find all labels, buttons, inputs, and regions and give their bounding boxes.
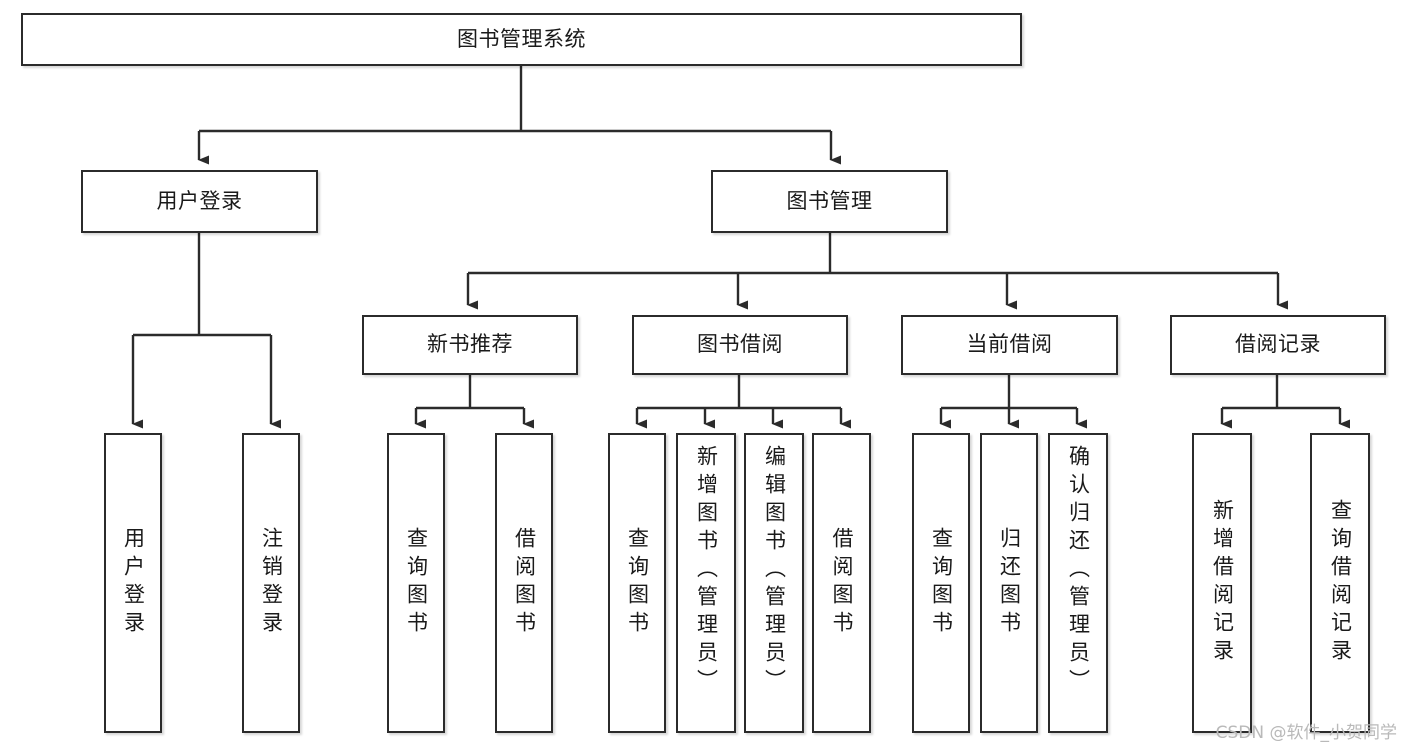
leaf-user-login-logout[interactable]: 注销登录 [242,433,300,733]
node-label: 新书推荐 [427,332,513,357]
node-label: 新增图书（管理员） [694,445,719,697]
node-current-borrow[interactable]: 当前借阅 [901,315,1118,375]
node-label: 查询图书 [625,527,650,639]
node-new-book-recommend[interactable]: 新书推荐 [362,315,578,375]
node-user-login[interactable]: 用户登录 [81,170,318,233]
leaf-borrow-record-add-record[interactable]: 新增借阅记录 [1192,433,1252,733]
leaf-current-borrow-confirm-return[interactable]: 确认归还（管理员） [1048,433,1108,733]
leaf-new-book-query-book[interactable]: 查询图书 [387,433,445,733]
node-label: 查询图书 [404,527,429,639]
node-borrow-record[interactable]: 借阅记录 [1170,315,1386,375]
node-label: 归还图书 [997,527,1022,639]
node-label: 借阅图书 [512,527,537,639]
node-book-borrow[interactable]: 图书借阅 [632,315,848,375]
node-label: 新增借阅记录 [1210,499,1235,667]
node-label: 图书管理 [786,188,873,213]
leaf-book-borrow-borrow-book[interactable]: 借阅图书 [812,433,871,733]
node-label: 查询图书 [929,527,954,639]
node-label: 图书借阅 [697,332,783,357]
leaf-book-borrow-query-book[interactable]: 查询图书 [608,433,666,733]
node-label: 当前借阅 [966,332,1053,357]
node-label: 用户登录 [121,527,146,639]
leaf-current-borrow-return-book[interactable]: 归还图书 [980,433,1038,733]
node-label: 注销登录 [259,527,284,639]
node-label: 编辑图书（管理员） [762,445,787,697]
node-book-management[interactable]: 图书管理 [711,170,948,233]
leaf-book-borrow-add-book[interactable]: 新增图书（管理员） [676,433,736,733]
node-label: 图书管理系统 [457,26,586,51]
leaf-new-book-borrow-book[interactable]: 借阅图书 [495,433,553,733]
leaf-borrow-record-query-record[interactable]: 查询借阅记录 [1310,433,1370,733]
leaf-current-borrow-query-book[interactable]: 查询图书 [912,433,970,733]
leaf-user-login-login[interactable]: 用户登录 [104,433,162,733]
leaf-book-borrow-edit-book[interactable]: 编辑图书（管理员） [744,433,804,733]
node-root-book-management-system[interactable]: 图书管理系统 [21,13,1022,66]
node-label: 用户登录 [156,188,243,213]
node-label: 借阅记录 [1235,332,1321,357]
node-label: 确认归还（管理员） [1066,445,1091,697]
node-label: 查询借阅记录 [1328,499,1353,667]
node-label: 借阅图书 [830,527,854,639]
